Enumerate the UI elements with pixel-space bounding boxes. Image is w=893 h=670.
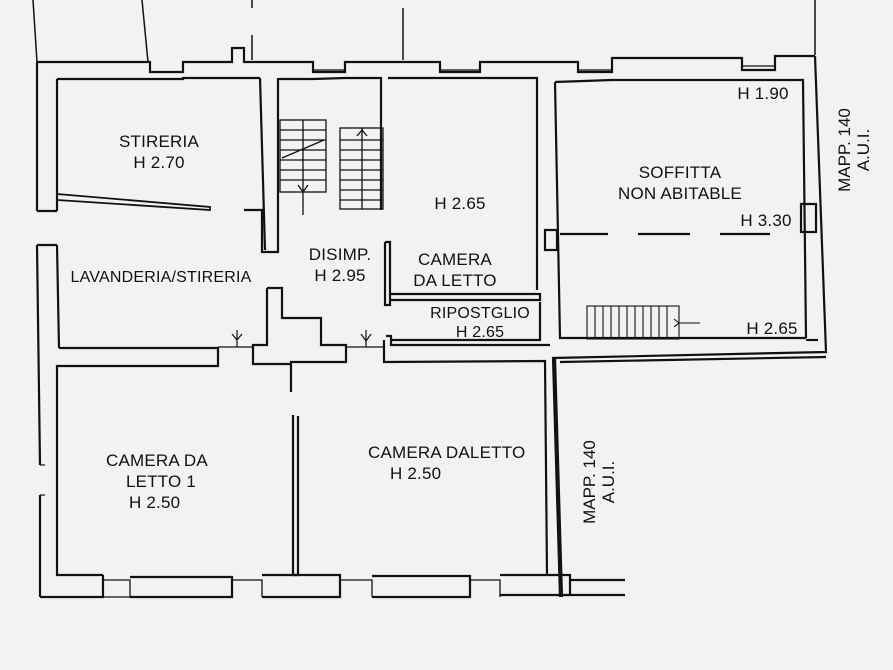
room-label-camera-height: H 2.65 <box>420 193 500 214</box>
room-name: RIPOSTGLIO <box>430 305 530 322</box>
neighbor-label-mapp-140-bottom: MAPP. 140 A.U.I. <box>580 432 620 532</box>
room-label-stireria: STIRERIA H 2.70 <box>104 131 214 173</box>
room-height: H 1.90 <box>737 84 789 103</box>
neighbor-name: MAPP. 140 <box>580 440 599 524</box>
room-height: H 2.70 <box>133 153 185 172</box>
neighbor-name: A.U.I. <box>599 460 618 504</box>
room-height: H 3.30 <box>740 211 792 230</box>
room-label-lavanderia: LAVANDERIA/STIRERIA <box>58 267 264 288</box>
neighbor-name: A.U.I. <box>854 128 873 172</box>
room-name: CAMERA <box>418 250 492 269</box>
room-height: H 2.50 <box>129 493 181 512</box>
room-label-camera-da-letto: CAMERA DA LETTO <box>400 249 510 291</box>
room-label-disimpegno: DISIMP. H 2.95 <box>295 244 385 286</box>
room-name: CAMERA DALETTO <box>368 443 526 462</box>
soffitta-height-bottom: H 2.65 <box>737 318 807 339</box>
room-height: H 2.65 <box>434 194 486 213</box>
neighbor-label-mapp-140-right: MAPP. 140 A.U.I. <box>835 100 875 200</box>
room-name: STIRERIA <box>118 132 199 151</box>
neighbor-name: MAPP. 140 <box>835 108 854 192</box>
room-label-camera-daletto: CAMERA DALETTO H 2.50 <box>368 442 548 484</box>
room-label-camera-da-letto-1: CAMERA DA LETTO 1 H 2.50 <box>98 450 238 513</box>
room-name: LAVANDERIA/STIRERIA <box>70 269 252 286</box>
room-name: DISIMP. <box>308 245 372 264</box>
room-label-soffitta: SOFFITTA NON ABITABLE <box>600 162 760 204</box>
soffitta-height-peak: H 3.30 <box>731 210 801 231</box>
room-height: H 2.65 <box>746 319 798 338</box>
room-name: SOFFITTA <box>638 163 722 182</box>
room-name: LETTO 1 <box>126 472 197 491</box>
room-name: NON ABITABLE <box>618 184 742 203</box>
room-height: H 2.50 <box>390 464 442 483</box>
room-height: H 2.95 <box>314 266 366 285</box>
room-height: H 2.65 <box>455 324 505 341</box>
room-name: CAMERA DA <box>106 451 208 470</box>
soffitta-height-low: H 1.90 <box>728 83 798 104</box>
room-name: DA LETTO <box>413 271 497 290</box>
room-label-ripostiglio: RIPOSTGLIO H 2.65 <box>420 304 540 342</box>
